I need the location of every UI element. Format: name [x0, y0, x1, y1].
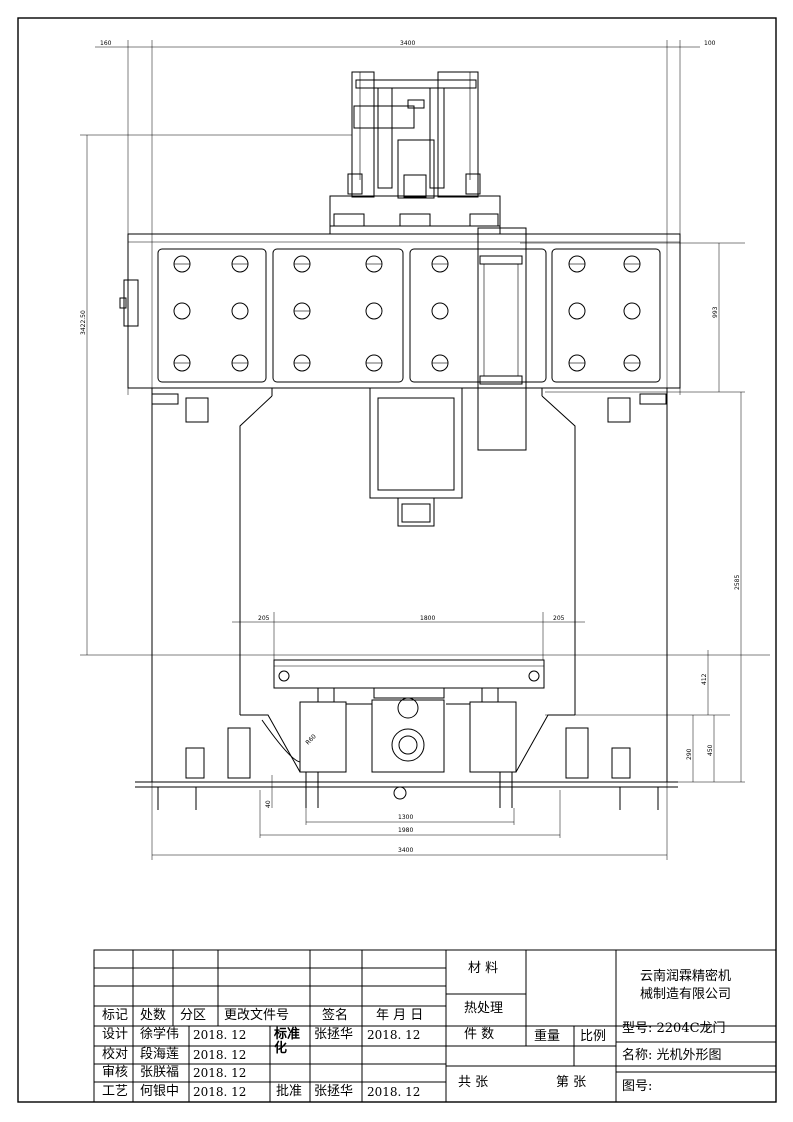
work-table: 205 1800 205: [232, 612, 585, 703]
drawing-number-label: 图号:: [622, 1079, 653, 1094]
row-review-date: 2018. 12: [193, 1066, 247, 1080]
bottom-dimensions: 40 1300 1980 3400: [152, 775, 667, 856]
dim-right-lower: 2585: [734, 575, 741, 590]
machine-base: R60: [135, 697, 678, 810]
dim-left-height: 3422.50: [80, 310, 87, 335]
row-design-date: 2018. 12: [193, 1028, 247, 1042]
row-design-role: 设计: [102, 1027, 129, 1042]
header-mark: 标记: [102, 1008, 129, 1023]
heat-treatment-label: 热处理: [464, 1001, 504, 1016]
dim-right-upper: 993: [712, 306, 719, 318]
columns: [151, 388, 668, 782]
material-label: 材 料: [468, 961, 499, 976]
header-count: 处数: [140, 1008, 167, 1023]
model-label: 型号: 2204C龙门: [622, 1021, 726, 1036]
top-dimensions: 160 3400 100: [95, 40, 716, 860]
dim-bottom-1300: 1300: [398, 814, 413, 821]
approve-name: 张拯华: [314, 1084, 354, 1099]
company-name-line1: 云南润霖精密机: [640, 969, 732, 984]
row-process-role: 工艺: [102, 1084, 129, 1099]
title-block-grid: [93, 949, 777, 1103]
pieces-label: 件 数: [464, 1027, 495, 1042]
dim-top-right: 100: [704, 40, 716, 47]
sheet-no-label: 第 张: [556, 1075, 587, 1090]
standard-name: 张拯华: [314, 1027, 354, 1042]
total-sheets-label: 共 张: [458, 1075, 489, 1090]
spindle-motor-assembly: [329, 71, 501, 235]
row-review-name: 张朕福: [140, 1065, 180, 1080]
beam-holes: [173, 255, 641, 372]
dim-table-main: 1800: [420, 615, 435, 622]
header-change-doc: 更改文件号: [224, 1008, 290, 1023]
row-process-date: 2018. 12: [193, 1085, 247, 1099]
left-dimension: 3422.50: [80, 134, 770, 656]
row-review-role: 审核: [102, 1065, 129, 1080]
saddle-ram: [369, 227, 527, 527]
dim-bottom-3400: 3400: [398, 847, 413, 854]
dim-bottom-1980: 1980: [398, 827, 413, 834]
row-check-name: 段海莲: [140, 1047, 180, 1062]
header-zone: 分区: [180, 1008, 207, 1023]
scale-label: 比例: [580, 1029, 607, 1044]
header-sign: 签名: [322, 1008, 349, 1023]
dim-radius: R60: [304, 733, 317, 746]
company-name-line2: 械制造有限公司: [640, 987, 732, 1002]
dim-table-left: 205: [258, 615, 270, 622]
dim-top-left: 160: [100, 40, 112, 47]
row-check-role: 校对: [102, 1047, 129, 1062]
weight-label: 重量: [534, 1029, 561, 1044]
drawing-name-label: 名称: 光机外形图: [622, 1048, 722, 1063]
dim-base-450: 450: [707, 744, 714, 756]
header-date: 年 月 日: [376, 1008, 424, 1023]
right-dimensions: 993 2585 412 290 450: [520, 242, 745, 783]
dim-foot-40: 40: [265, 800, 272, 808]
row-check-date: 2018. 12: [193, 1048, 247, 1062]
approve-date: 2018. 12: [367, 1085, 421, 1099]
standard-label: 标准化: [274, 1027, 301, 1056]
row-process-name: 何银中: [140, 1084, 180, 1099]
dim-top-main: 3400: [400, 40, 415, 47]
dim-table-right: 205: [553, 615, 565, 622]
dim-table-height: 412: [701, 673, 708, 685]
approve-label: 批准: [276, 1084, 303, 1099]
dim-base-290: 290: [686, 748, 693, 760]
sheet-border: [17, 17, 777, 1103]
cross-beam: [119, 233, 681, 389]
standard-date: 2018. 12: [367, 1028, 421, 1042]
row-design-name: 徐学伟: [140, 1027, 180, 1042]
